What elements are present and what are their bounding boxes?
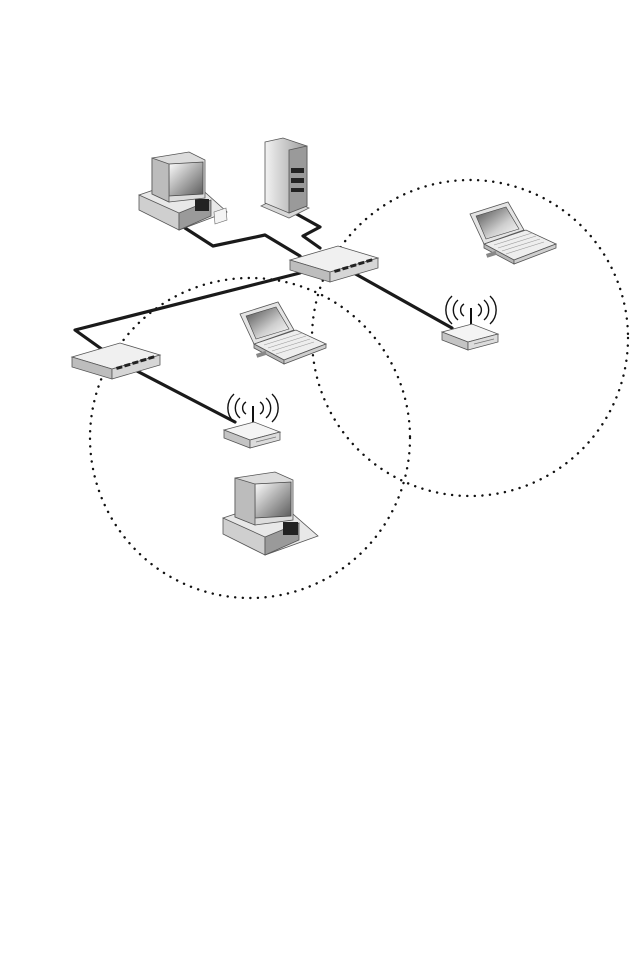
cable-desktop-to-switch xyxy=(185,228,300,256)
ethernet-switch-icon xyxy=(290,246,378,282)
desktop-computer-icon xyxy=(223,472,318,555)
wireless-access-point-icon xyxy=(224,394,280,448)
ethernet-switch-icon xyxy=(72,343,160,379)
desktop-computer-icon xyxy=(139,152,227,230)
cable-switch-to-access-point-right xyxy=(352,272,452,328)
cable-secondary-switch-to-access-point-left xyxy=(135,370,235,422)
wireless-access-point-icon xyxy=(442,296,498,350)
laptop-icon xyxy=(470,202,556,264)
cable-server-to-switch xyxy=(293,212,320,248)
server-icon xyxy=(261,138,309,218)
